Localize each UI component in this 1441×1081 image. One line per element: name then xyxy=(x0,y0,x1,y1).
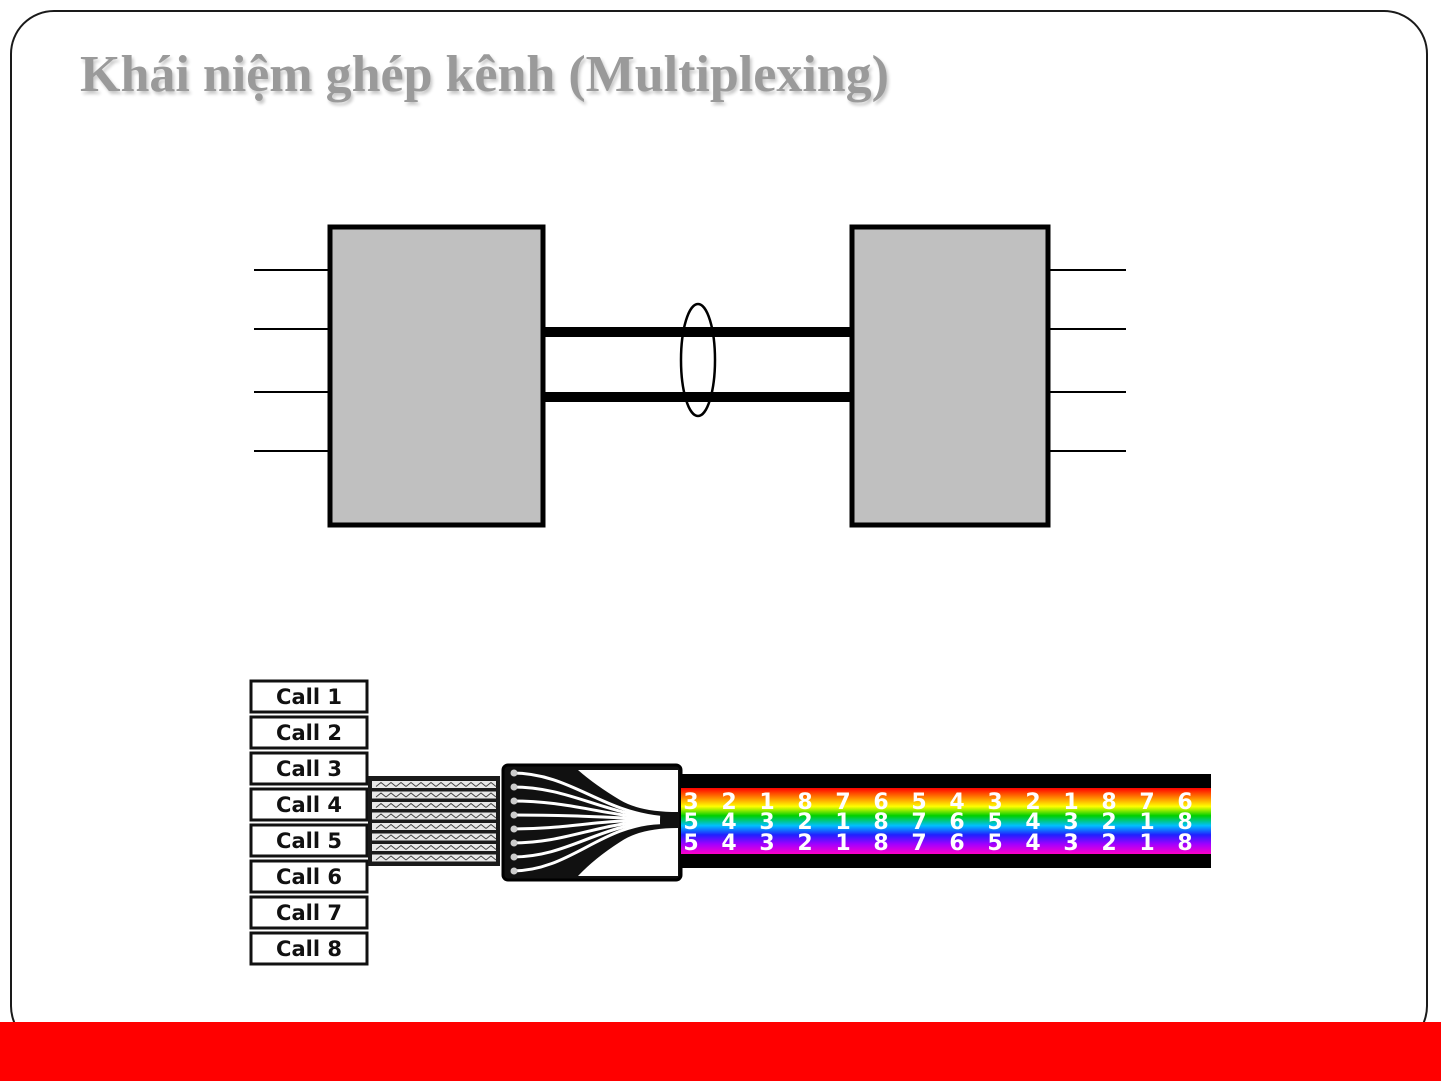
stream-digit: 4 xyxy=(721,831,736,856)
call-label: Call 4 xyxy=(276,793,342,817)
stream-digit: 3 xyxy=(1063,831,1078,856)
stream-digit: 2 xyxy=(1101,831,1116,856)
call-label: Call 3 xyxy=(276,757,342,781)
call-box: Call 8 xyxy=(251,933,367,964)
call-label: Call 8 xyxy=(276,937,342,961)
call-label: Call 1 xyxy=(276,685,342,709)
fiber-dot xyxy=(511,826,518,833)
call-boxes: Call 1 Call 2 Call 3 Call 4 Call 5 Call 6 Call… xyxy=(251,681,367,964)
call-box: Call 1 xyxy=(251,681,367,712)
stream-digit: 6 xyxy=(949,831,964,856)
fiber-dot xyxy=(511,854,518,861)
call-label: Call 7 xyxy=(276,901,342,925)
fiber-dot xyxy=(511,840,518,847)
stream-digit: 3 xyxy=(759,831,774,856)
call-box: Call 2 xyxy=(251,717,367,748)
fiber-dot xyxy=(511,812,518,819)
input-cable-bundle xyxy=(368,776,500,866)
call-box: Call 5 xyxy=(251,825,367,856)
stream-digit: 8 xyxy=(1177,831,1192,856)
call-box: Call 6 xyxy=(251,861,367,892)
stream-digit: 4 xyxy=(1025,831,1040,856)
fiber-dot xyxy=(511,868,518,875)
call-box: Call 7 xyxy=(251,897,367,928)
stream-digit: 2 xyxy=(797,831,812,856)
fiber-dot xyxy=(511,784,518,791)
multiplexer-funnel xyxy=(503,765,681,880)
stream-digit: 7 xyxy=(911,831,926,856)
fiber-dot xyxy=(511,798,518,805)
call-box: Call 4 xyxy=(251,789,367,820)
call-label: Call 5 xyxy=(276,829,342,853)
fiber-dot xyxy=(511,770,518,777)
call-box: Call 3 xyxy=(251,753,367,784)
stream-digit: 5 xyxy=(987,831,1002,856)
call-label: Call 6 xyxy=(276,865,342,889)
cable-bundle-body xyxy=(368,776,500,866)
stream-digit: 5 xyxy=(683,831,698,856)
call-label: Call 2 xyxy=(276,721,342,745)
stream-digit: 1 xyxy=(1139,831,1154,856)
footer-accent-bar xyxy=(0,1022,1441,1081)
stream-digit: 1 xyxy=(835,831,850,856)
stream-digit: 8 xyxy=(873,831,888,856)
